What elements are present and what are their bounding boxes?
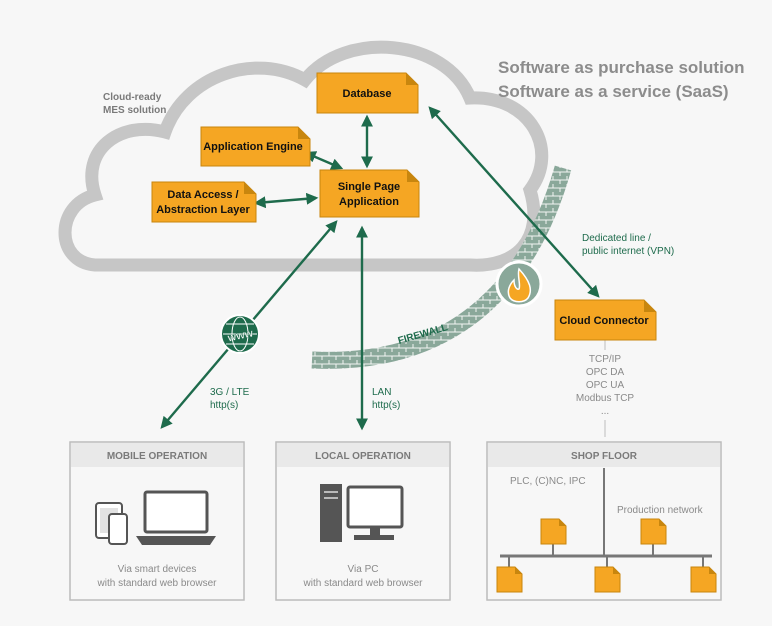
title-line-1: Software as purchase solution [498,58,745,77]
tablet-phone-icon [95,502,128,545]
device-node-icon [594,566,621,593]
spa-label-line-2: Application [339,196,399,208]
mobile-link-label-1: 3G / LTE [210,387,250,398]
device-node-icon [496,566,523,593]
local-operation-panel: LOCAL OPERATION Via PC with standard web… [275,441,451,601]
vpn-label-line-1: Dedicated line / [582,233,651,244]
mobile-operation-panel: MOBILE OPERATION Via smart devices with … [69,441,245,601]
mobile-panel-title: MOBILE OPERATION [107,451,207,462]
desktop-pc-icon [320,484,404,542]
mobile-link-label-2: http(s) [210,400,238,411]
device-node-icon [640,518,667,545]
cloud-label-line-1: Cloud-ready [103,92,162,103]
www-label: www [226,327,255,344]
protocol-item: OPC UA [586,380,625,391]
application-engine-box: Application Engine [200,126,311,167]
laptop-icon [136,490,216,545]
database-label: Database [343,88,392,100]
mobile-caption-line-2: with standard web browser [97,578,218,589]
device-node-icon [690,566,717,593]
database-box: Database [316,72,419,114]
single-page-application-box: Single Page Application [319,169,420,218]
protocol-item: Modbus TCP [576,393,635,404]
network-label: Production network [617,505,704,516]
lan-link-label-1: LAN [372,387,391,398]
cloud-connector-label: Cloud Connector [559,315,649,327]
arrow-engine-spa [303,151,344,170]
data-access-label-line-2: Abstraction Layer [156,204,250,216]
protocol-item: ... [601,406,609,417]
title-line-2: Software as a service (SaaS) [498,82,729,101]
local-caption-line-1: Via PC [348,564,379,575]
arrow-database-connector [428,106,600,298]
shop-floor-panel: SHOP FLOOR PLC, (C)NC, IPC Production ne… [486,441,722,601]
protocol-item: OPC DA [586,367,625,378]
shop-panel-title: SHOP FLOOR [571,451,638,462]
local-panel-title: LOCAL OPERATION [315,451,411,462]
vpn-label-line-2: public internet (VPN) [582,246,674,257]
lan-link-label-2: http(s) [372,400,400,411]
mobile-caption-line-1: Via smart devices [118,564,197,575]
spa-label-line-1: Single Page [338,181,400,193]
data-access-layer-box: Data Access / Abstraction Layer [151,181,257,223]
cloud-label-line-2: MES solution [103,105,166,116]
cloud-connector-box: Cloud Connector [554,299,657,341]
plc-label: PLC, (C)NC, IPC [510,476,586,487]
local-caption-line-2: with standard web browser [303,578,424,589]
protocol-item: TCP/IP [589,354,622,365]
data-access-label-line-1: Data Access / [167,189,238,201]
www-globe-icon [220,314,260,354]
application-engine-label: Application Engine [203,141,303,153]
fire-icon [495,260,543,308]
arrow-dal-spa [253,192,319,209]
device-node-icon [540,518,567,545]
